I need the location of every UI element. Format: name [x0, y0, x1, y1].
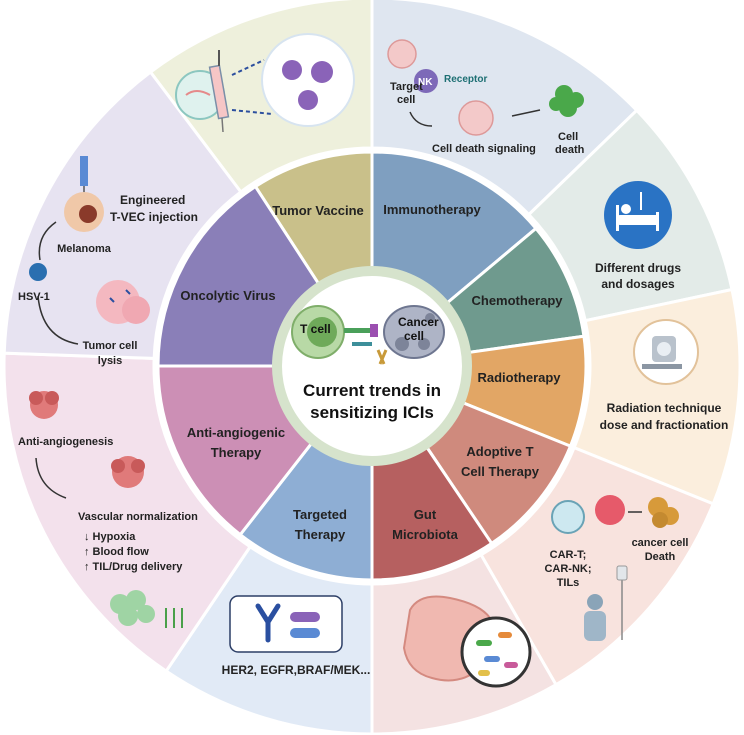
chemo-label-1: Different drugs [595, 261, 681, 275]
bacteria-magnifier-icon [460, 616, 532, 688]
outer-sector-anti-angio [2, 351, 253, 674]
adoptive-death-2: Death [645, 551, 676, 563]
target-cell-icon [387, 39, 417, 69]
cancer-cell-target-icon [595, 495, 625, 525]
radiation-machine-icon [633, 319, 699, 385]
angio-title: Anti-angiogenesis [18, 436, 113, 448]
cell-cluster-icon [110, 590, 155, 626]
segment-immunotherapy: Immunotherapy [383, 202, 481, 217]
angio-blood-flow: ↑ Blood flow [84, 546, 149, 558]
car-t-illustration [551, 495, 679, 641]
hospital-bed-icon [604, 181, 672, 249]
cancer-cell-icon [383, 305, 445, 359]
segment-targeted-1: Targeted [293, 507, 347, 522]
radio-label-2: dose and fractionation [600, 418, 729, 432]
onco-engineered-2: T-VEC injection [110, 210, 198, 224]
vessel-illustration [29, 391, 183, 628]
dying-cell-icon [458, 100, 494, 136]
angio-normalization: Vascular normalization [78, 511, 198, 523]
segment-chemotherapy: Chemotherapy [471, 293, 563, 308]
segment-gut-2: Microbiota [392, 527, 458, 542]
adoptive-death-1: cancer cell [632, 537, 689, 549]
dead-cell-icon [549, 85, 584, 117]
receptor-icon [344, 324, 388, 365]
segment-adoptive-2: Cell Therapy [461, 464, 540, 479]
cancer-cell-death-icon [648, 497, 679, 528]
segment-gut-1: Gut [414, 507, 437, 522]
adoptive-tils: TILs [557, 577, 580, 589]
angio-hypoxia: ↓ Hypoxia [84, 531, 136, 543]
immuno-cell-death-1: Cell [558, 131, 578, 143]
segment-targeted-2: Therapy [295, 527, 346, 542]
onco-lysis-1: Tumor cell [83, 340, 138, 352]
immuno-cell-death-2: death [555, 144, 585, 156]
segment-anti-angio-2: Therapy [211, 445, 262, 460]
tvec-illustration [29, 156, 150, 345]
adoptive-car-t: CAR-T; [550, 549, 587, 561]
chemo-label-2: and dosages [601, 277, 675, 291]
intestine-illustration [402, 595, 532, 688]
targeted-drug-box [229, 595, 343, 653]
radio-label-1: Radiation technique [607, 401, 722, 415]
up-arrows-icon [165, 608, 183, 628]
car-t-cell-icon [551, 500, 585, 534]
segment-tumor-vaccine: Tumor Vaccine [272, 203, 364, 218]
injection-syringe-icon [80, 156, 88, 186]
angio-til: ↑ TIL/Drug delivery [84, 561, 183, 573]
t-cell-icon [291, 305, 345, 359]
segment-oncolytic: Oncolytic Virus [180, 288, 275, 303]
immuno-signaling-label: Cell death signaling [432, 143, 536, 155]
segment-adoptive-1: Adoptive T [466, 444, 533, 459]
center-cancer-label-2: cell [404, 329, 424, 343]
outer-sector-oncolytic [2, 70, 243, 360]
onco-melanoma: Melanoma [57, 243, 112, 255]
center-t-cell-label: T cell [300, 322, 331, 336]
immuno-receptor-label: Receptor [444, 74, 487, 85]
targeted-drugs-label: HER2, EGFR,BRAF/MEK... [222, 663, 371, 677]
inner-ring [156, 150, 588, 582]
segment-anti-angio-1: Anti-angiogenic [187, 425, 285, 440]
center-title-line2: sensitizing ICIs [310, 403, 434, 422]
syringe-icon [208, 64, 230, 120]
hsv-icon [29, 263, 47, 281]
immuno-target-cell-1: Target [390, 81, 423, 93]
onco-lysis-2: lysis [98, 355, 122, 367]
patient-infusion-icon [584, 565, 628, 641]
center-title-line1: Current trends in [303, 381, 441, 400]
tumor-lysis-icon [96, 280, 150, 324]
nk-cell-icon [414, 69, 438, 93]
center-cancer-label-1: Cancer [398, 315, 439, 329]
capsule-icon [290, 612, 320, 638]
onco-hsv: HSV-1 [18, 291, 50, 303]
segment-radiotherapy: Radiotherapy [477, 370, 561, 385]
vaccine-illustration [175, 33, 355, 133]
center-disc [282, 276, 462, 456]
immuno-nk-label: NK [418, 77, 433, 88]
dendritic-cells-icon [261, 33, 355, 127]
nk-illustration [387, 39, 584, 136]
antibody-icon [255, 603, 281, 643]
adoptive-car-nk: CAR-NK; [544, 563, 591, 575]
immuno-target-cell-2: cell [397, 94, 415, 106]
onco-engineered-1: Engineered [120, 193, 185, 207]
